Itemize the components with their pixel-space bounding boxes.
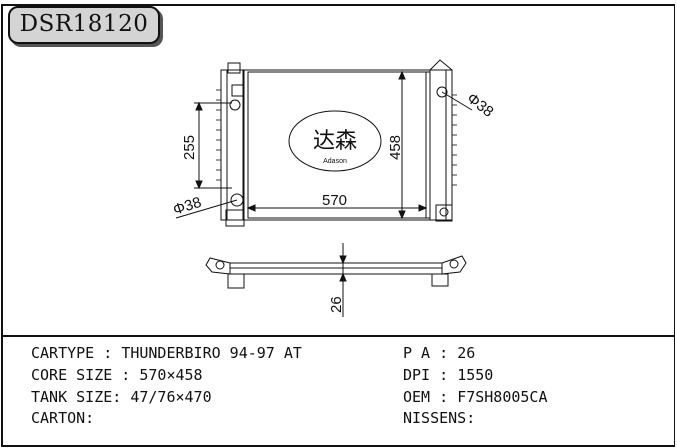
section-divider [1, 335, 675, 337]
spec-oem: OEM : F7SH8005CA [403, 387, 548, 407]
sheet-border [1, 4, 675, 447]
spec-tank-size: TANK SIZE: 47/76×470 [31, 387, 212, 407]
logo-characters: 达森 [313, 129, 357, 154]
spec-pa: P A : 26 [403, 343, 475, 363]
spec-carton-label: CARTON: [31, 409, 95, 427]
logo-brand: Adason [323, 158, 347, 165]
spec-dpi: DPI : 1550 [403, 365, 493, 385]
left-tank [220, 69, 244, 221]
dim-upper-pipe: Φ38 [464, 90, 497, 121]
spec-core-size-value: 570×458 [139, 366, 203, 384]
spec-oem-value: F7SH8005CA [457, 388, 548, 406]
spec-tank-size-label: TANK SIZE: [31, 388, 131, 406]
spec-pa-value: 26 [457, 344, 476, 362]
spec-cartype-label: CARTYPE : [31, 344, 122, 362]
spec-tank-size-value: 47/76×470 [130, 388, 212, 406]
logo-ellipse [288, 110, 382, 172]
spec-cartype: CARTYPE : THUNDERBIRO 94-97 AT [31, 343, 302, 363]
spec-core-size: CORE SIZE : 570×458 [31, 365, 203, 385]
spec-core-size-label: CORE SIZE : [31, 366, 140, 384]
right-tank [429, 69, 453, 221]
dim-lower-pipe: Φ38 [171, 194, 204, 219]
spec-dpi-value: 1550 [457, 366, 494, 384]
model-code: DSR18120 [19, 11, 149, 37]
model-tag: DSR18120 [8, 6, 160, 44]
dim-core-width: 570 [322, 192, 347, 209]
spec-carton: CARTON: [31, 408, 94, 428]
dim-depth: 26 [328, 296, 345, 313]
spec-pa-label: P A : [403, 344, 458, 362]
spec-dpi-label: DPI : [403, 366, 458, 384]
spec-nissens: NISSENS: [403, 408, 475, 428]
spec-oem-label: OEM : [403, 388, 458, 406]
dim-core-height: 458 [387, 135, 404, 160]
spec-cartype-value: THUNDERBIRO 94-97 AT [121, 344, 302, 362]
spec-nissens-label: NISSENS: [403, 409, 476, 427]
dim-inlet-height: 255 [181, 135, 198, 160]
